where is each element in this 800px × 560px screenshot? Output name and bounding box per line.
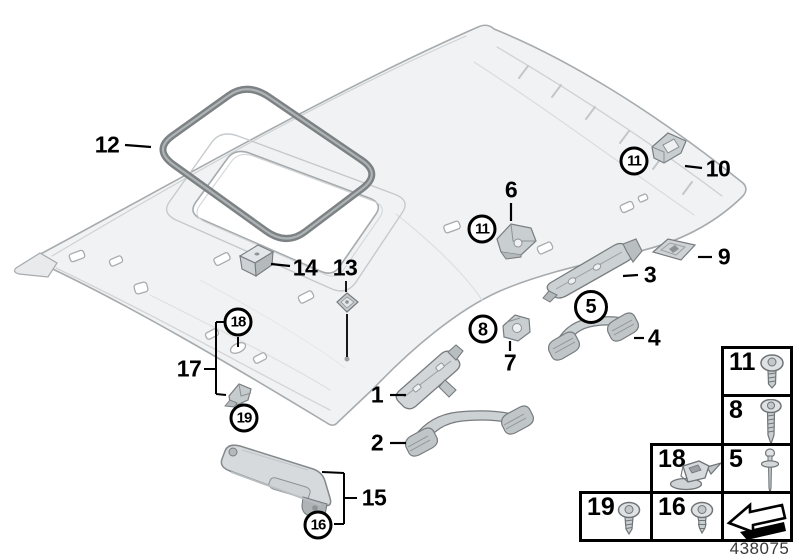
rail-bracket-3 — [542, 238, 643, 303]
grab-handle-2 — [404, 405, 535, 457]
callout-2[interactable]: 2 — [370, 429, 384, 456]
callout-circle-8[interactable]: 8 — [468, 314, 498, 344]
expanding-rivet-icon — [760, 448, 780, 494]
callout-3[interactable]: 3 — [643, 261, 657, 288]
sun-visor-15 — [220, 444, 332, 517]
panel-contours — [51, 35, 723, 411]
callout-circle-19[interactable]: 19 — [229, 403, 259, 433]
callout-15[interactable]: 15 — [361, 484, 387, 511]
screw-coarse-thread-icon — [690, 501, 714, 535]
visor-pivot — [228, 447, 238, 457]
callout-circle-18[interactable]: 18 — [223, 307, 253, 337]
callout-9[interactable]: 9 — [717, 243, 731, 270]
callout-7[interactable]: 7 — [503, 349, 517, 376]
legend-cell-19-label: 19 — [587, 493, 615, 521]
screw-tapping-long-icon — [760, 399, 782, 446]
legend-cell-18-label: 18 — [658, 445, 686, 473]
legend-cell-8-label: 8 — [729, 396, 743, 424]
installation-direction-arrow-icon — [726, 502, 787, 540]
legend-cell-5[interactable]: 5 — [721, 443, 793, 494]
legend-cell-18[interactable]: 18 — [650, 443, 724, 494]
clip-10 — [651, 132, 687, 164]
legend-cell-16[interactable]: 16 — [650, 491, 724, 542]
legend-cell-5-label: 5 — [729, 445, 743, 473]
callout-6[interactable]: 6 — [504, 176, 518, 203]
callout-17[interactable]: 17 — [176, 355, 202, 382]
legend-cell-16-label: 16 — [658, 493, 686, 521]
callout-4[interactable]: 4 — [647, 324, 661, 351]
bracket-6 — [496, 223, 537, 260]
headliner-panel — [13, 24, 747, 426]
screw-pan-head-icon — [760, 354, 784, 389]
clip-19 — [224, 383, 252, 408]
callout-circle-11-right[interactable]: 11 — [619, 146, 649, 176]
callout-circle-16[interactable]: 16 — [303, 510, 333, 540]
callout-10[interactable]: 10 — [705, 155, 731, 182]
callout-circle-5[interactable]: 5 — [574, 290, 608, 324]
sunroof-opening — [192, 150, 380, 274]
legend-cell-11[interactable]: 11 — [721, 346, 793, 397]
clip-13 — [336, 292, 359, 313]
clip-7 — [502, 314, 531, 342]
legend-cell-11-label: 11 — [729, 348, 756, 376]
legend-cell-8[interactable]: 8 — [721, 394, 793, 446]
mounting-holes — [68, 193, 649, 364]
spring-clip-icon — [669, 460, 723, 491]
wedge-cover-14 — [238, 244, 275, 277]
callout-1[interactable]: 1 — [370, 381, 384, 408]
grab-handle-4 — [547, 312, 640, 361]
screw-self-tapping-icon — [617, 501, 641, 536]
callout-12[interactable]: 12 — [94, 131, 120, 158]
a-pillar-flap — [13, 252, 58, 278]
callout-13[interactable]: 13 — [332, 254, 358, 281]
sunroof-frame — [165, 133, 406, 292]
callout-circle-11-left[interactable]: 11 — [467, 214, 497, 244]
sunroof-seal-12 — [159, 85, 376, 242]
leader-lines — [124, 143, 712, 525]
legend-cell-19[interactable]: 19 — [579, 491, 653, 542]
legend-cell-direction[interactable] — [721, 491, 793, 542]
diagram-number: 438075 — [729, 539, 790, 558]
cover-plate-9 — [651, 238, 697, 261]
visor-trim-1 — [395, 344, 464, 410]
callout-14[interactable]: 14 — [292, 254, 318, 281]
